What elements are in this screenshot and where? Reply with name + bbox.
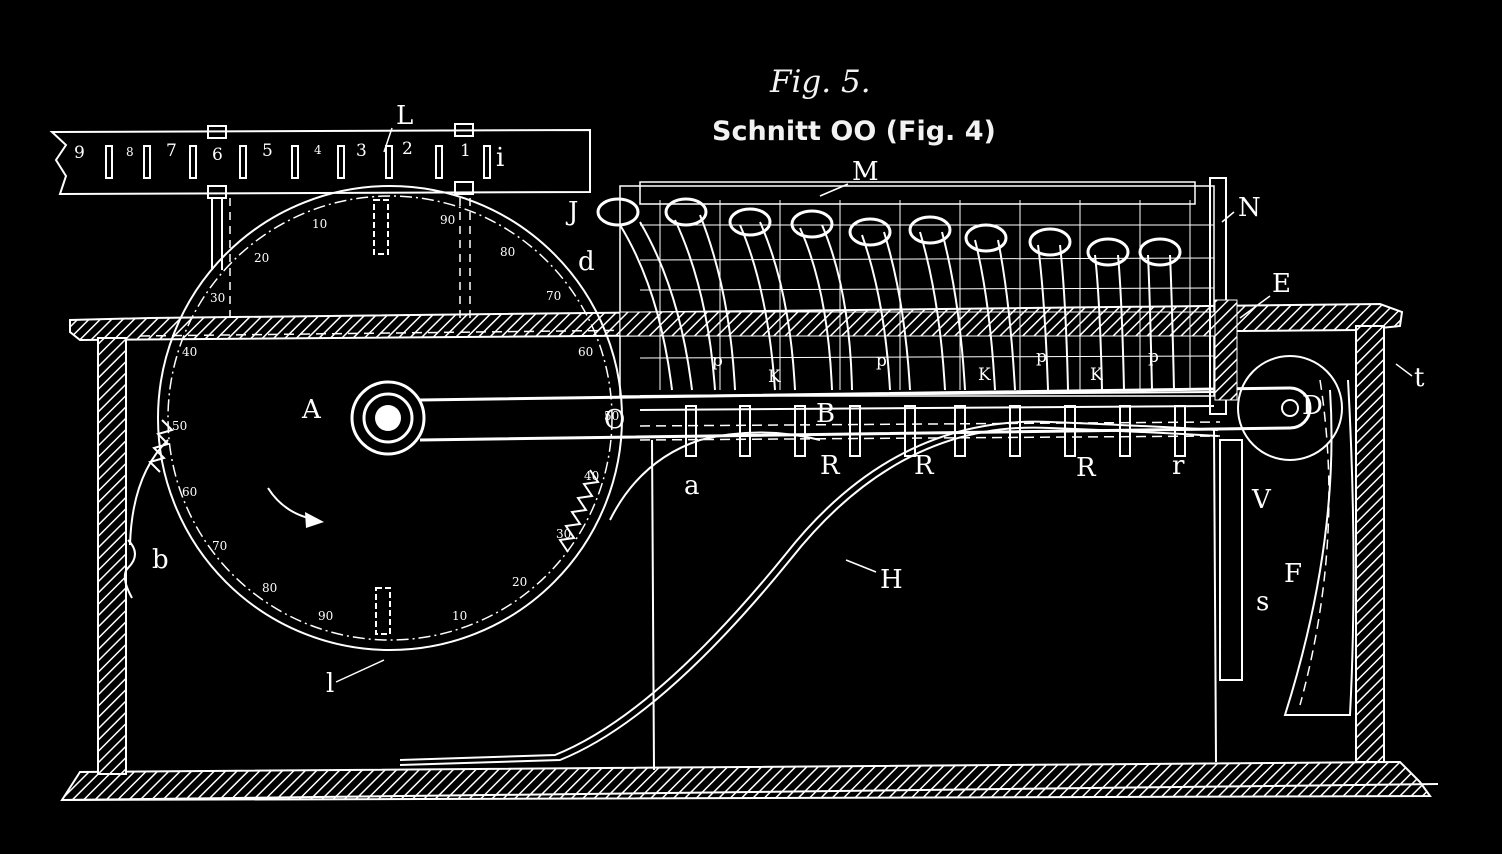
svg-text:t: t bbox=[1414, 363, 1425, 393]
svg-text:K: K bbox=[1090, 365, 1103, 385]
svg-text:50: 50 bbox=[172, 419, 187, 433]
svg-text:40: 40 bbox=[182, 345, 197, 359]
keys bbox=[619, 214, 1175, 391]
svg-text:r: r bbox=[1172, 451, 1185, 481]
svg-text:d: d bbox=[578, 247, 595, 277]
svg-text:p: p bbox=[876, 351, 887, 371]
svg-text:M: M bbox=[852, 157, 879, 187]
lever-F bbox=[1283, 379, 1355, 716]
svg-text:90: 90 bbox=[440, 213, 455, 227]
svg-text:H: H bbox=[880, 565, 903, 595]
svg-text:6: 6 bbox=[212, 145, 223, 165]
svg-text:20: 20 bbox=[254, 251, 269, 265]
svg-text:30: 30 bbox=[556, 527, 571, 541]
svg-text:p: p bbox=[1148, 347, 1159, 367]
svg-text:b: b bbox=[152, 545, 169, 575]
svg-text:90: 90 bbox=[318, 609, 333, 623]
part-labels: A B D E F H J L M N O R R R V a b d i l … bbox=[152, 101, 1425, 699]
svg-text:p: p bbox=[1036, 347, 1047, 367]
svg-text:60: 60 bbox=[578, 345, 593, 359]
dial-numbers: 10 20 30 40 50 60 70 80 90 10 20 30 40 5… bbox=[172, 213, 619, 623]
key-frame bbox=[619, 185, 1215, 397]
svg-text:D: D bbox=[1302, 391, 1323, 421]
svg-text:E: E bbox=[1272, 269, 1291, 299]
svg-text:V: V bbox=[1251, 485, 1272, 515]
svg-text:F: F bbox=[1284, 559, 1302, 589]
svg-text:p: p bbox=[712, 351, 723, 371]
svg-text:70: 70 bbox=[546, 289, 561, 303]
svg-text:a: a bbox=[684, 471, 700, 501]
svg-text:7: 7 bbox=[166, 141, 177, 161]
post-V bbox=[1219, 439, 1243, 681]
svg-text:l: l bbox=[326, 669, 334, 699]
svg-text:10: 10 bbox=[312, 217, 327, 231]
svg-text:L: L bbox=[396, 101, 413, 131]
svg-text:K: K bbox=[978, 365, 991, 385]
base-plate bbox=[60, 760, 1432, 802]
svg-text:5: 5 bbox=[262, 141, 273, 161]
svg-text:1: 1 bbox=[460, 141, 471, 161]
scale-numbers: 9 8 7 6 5 4 3 2 1 bbox=[74, 139, 471, 165]
svg-text:s: s bbox=[1256, 587, 1269, 617]
left-wall bbox=[97, 337, 127, 775]
svg-text:O: O bbox=[604, 405, 625, 435]
key-caps bbox=[596, 197, 1182, 267]
svg-text:20: 20 bbox=[512, 575, 527, 589]
scale-bar-L bbox=[49, 128, 591, 196]
svg-text:3: 3 bbox=[356, 141, 367, 161]
svg-text:60: 60 bbox=[182, 485, 197, 499]
svg-text:80: 80 bbox=[262, 581, 277, 595]
svg-text:B: B bbox=[816, 399, 835, 429]
lever-arm-B bbox=[419, 386, 1312, 442]
svg-text:80: 80 bbox=[500, 245, 515, 259]
svg-text:N: N bbox=[1238, 193, 1261, 223]
svg-text:9: 9 bbox=[74, 143, 85, 163]
svg-text:10: 10 bbox=[452, 609, 467, 623]
svg-text:R: R bbox=[820, 451, 841, 481]
svg-text:4: 4 bbox=[314, 143, 322, 157]
svg-text:8: 8 bbox=[126, 145, 134, 159]
hub-A bbox=[350, 380, 426, 456]
svg-text:K: K bbox=[768, 367, 781, 387]
svg-text:R: R bbox=[914, 451, 935, 481]
spring-b bbox=[129, 439, 169, 546]
svg-text:i: i bbox=[496, 143, 504, 173]
svg-text:30: 30 bbox=[210, 291, 225, 305]
figure-subtitle: Schnitt OO (Fig. 4) bbox=[712, 116, 996, 147]
right-wall bbox=[1355, 325, 1385, 763]
dial-wheel bbox=[157, 185, 623, 651]
svg-text:J: J bbox=[565, 197, 578, 227]
rack-N bbox=[1209, 177, 1227, 415]
svg-text:2: 2 bbox=[402, 139, 413, 159]
svg-text:40: 40 bbox=[584, 469, 599, 483]
spring-H bbox=[399, 426, 1219, 766]
figure-title: Fig. 5. bbox=[770, 64, 871, 100]
svg-text:50: 50 bbox=[604, 409, 619, 423]
svg-text:70: 70 bbox=[212, 539, 227, 553]
svg-text:A: A bbox=[301, 395, 322, 425]
scale-slots bbox=[105, 145, 491, 179]
svg-text:R: R bbox=[1076, 453, 1097, 483]
